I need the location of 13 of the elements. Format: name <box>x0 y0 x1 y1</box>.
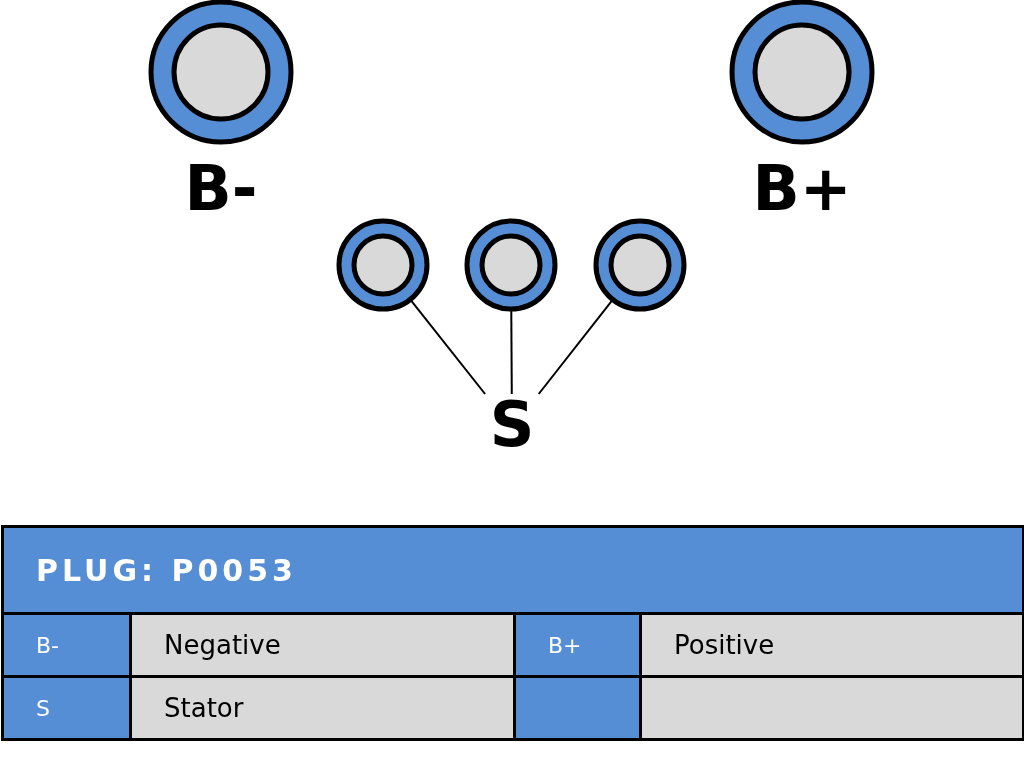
pin-label: B- <box>183 158 259 220</box>
pin-id-cell: S <box>2 676 131 740</box>
pin-function-cell: Positive <box>640 613 1024 677</box>
pin-label: S <box>489 394 535 456</box>
leader-line <box>510 310 513 395</box>
leader-line <box>537 300 613 395</box>
pin-id-cell: B+ <box>514 613 641 677</box>
pin-function-cell: Stator <box>130 676 515 740</box>
pin-id-cell: B- <box>2 613 131 677</box>
pin-function-cell: Negative <box>130 613 515 677</box>
table-header: PLUG: P0053 <box>2 526 1024 614</box>
leader-line <box>410 300 487 395</box>
pin-label: B+ <box>751 158 853 220</box>
